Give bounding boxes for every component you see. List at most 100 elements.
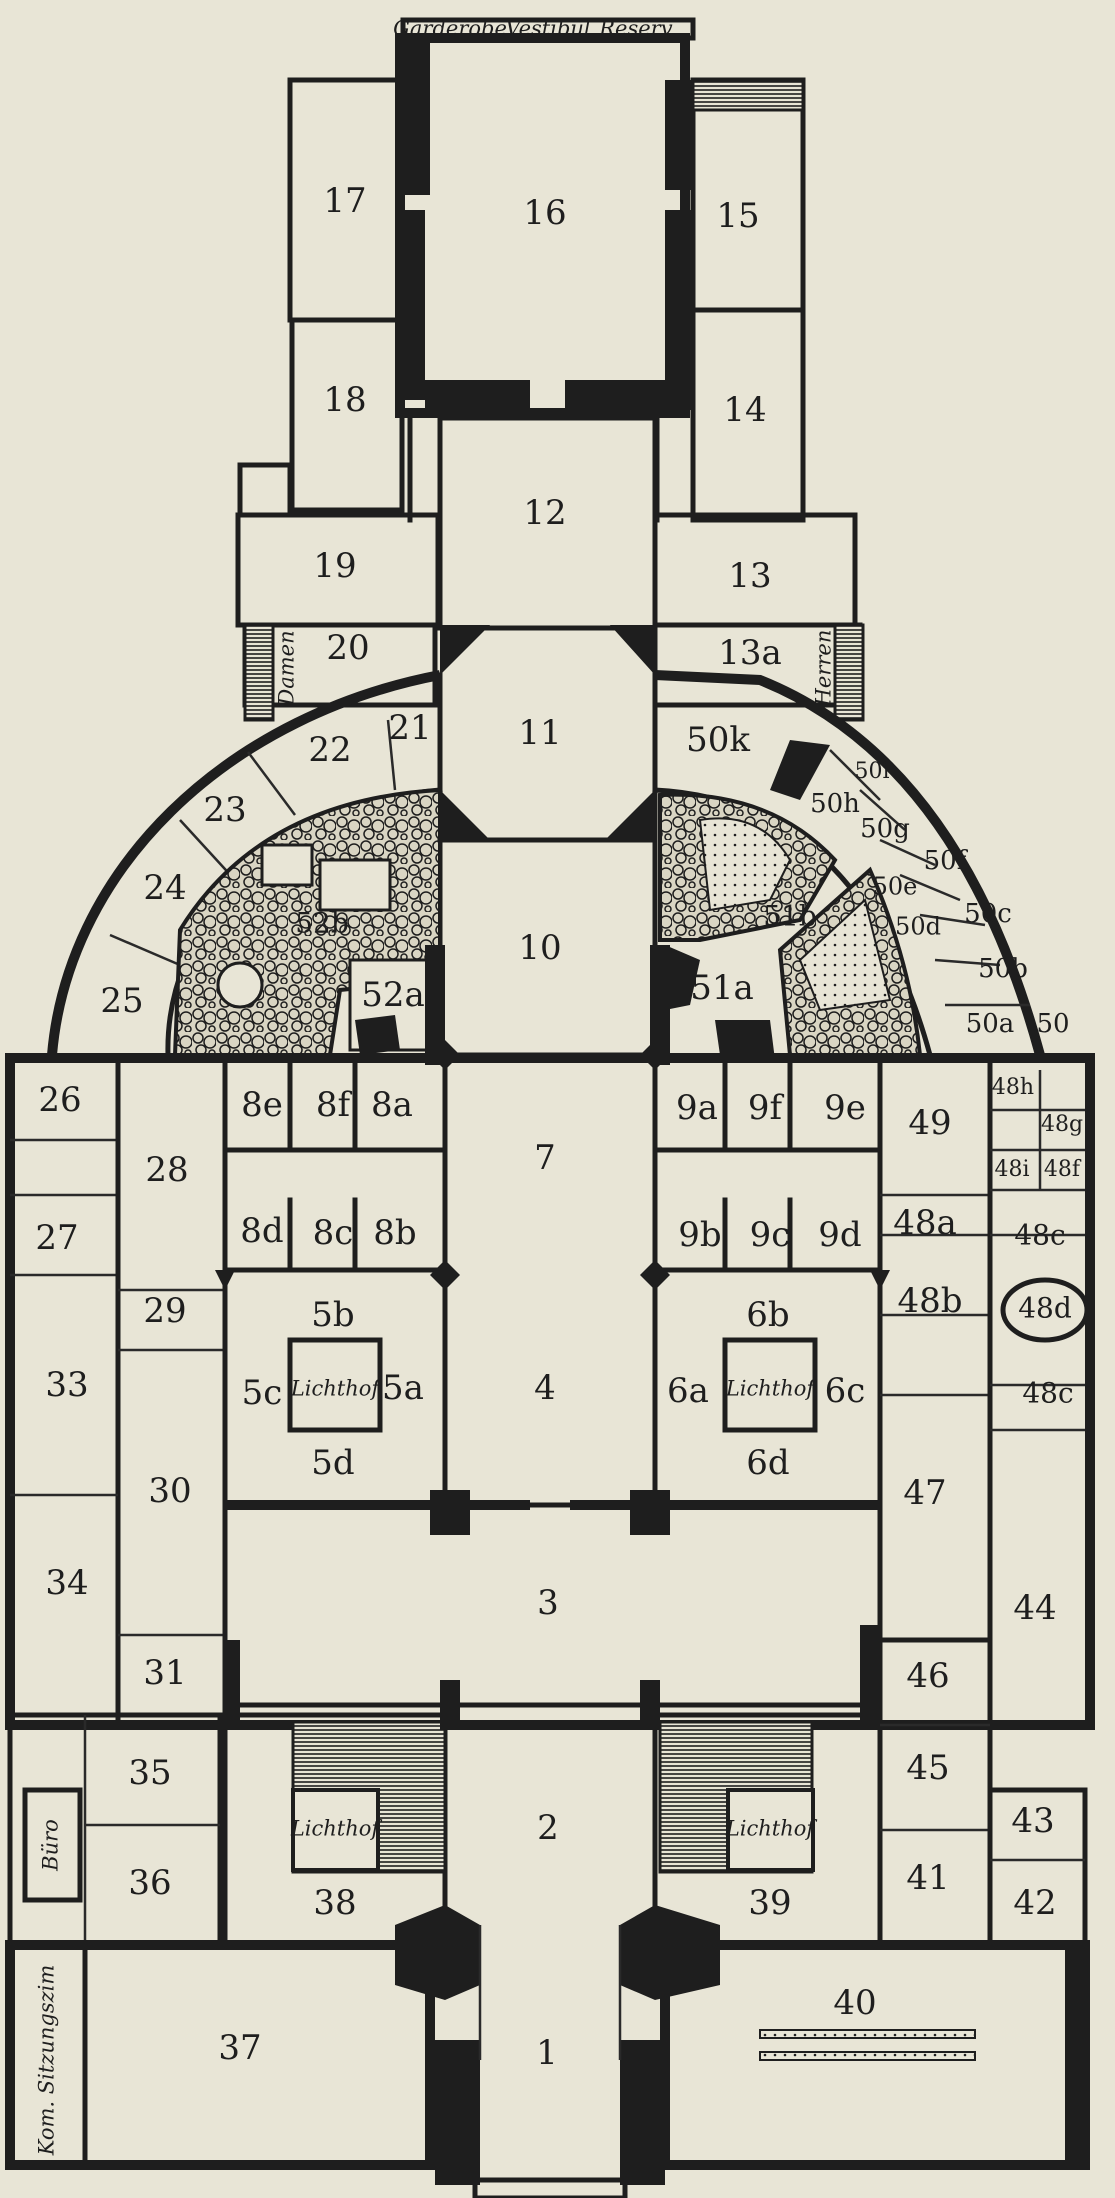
room-50f-label: 50f [924, 846, 969, 876]
room-50e-label: 50e [873, 873, 918, 901]
room-7-label: 7 [534, 1138, 556, 1178]
room-33-label: 33 [45, 1365, 88, 1405]
room-5c-label: 5c [242, 1373, 283, 1413]
room-48h-label: 48h [992, 1075, 1034, 1100]
room-27-label: 27 [35, 1218, 78, 1258]
room-51b-label: 51b [763, 900, 817, 933]
room-26-label: 26 [38, 1080, 81, 1120]
room-49-label: 49 [908, 1103, 951, 1143]
room-22-label: 22 [308, 730, 351, 770]
room-39-label: 39 [748, 1883, 791, 1923]
room-43-label: 43 [1011, 1801, 1054, 1841]
room-50d-label: 50d [895, 913, 941, 941]
room-48c-label: 48c [1014, 1219, 1065, 1252]
room-9d-label: 9d [818, 1215, 861, 1255]
right-arc-gallery [652, 670, 1045, 1059]
room-30-label: 30 [148, 1471, 191, 1511]
room-9e-label: 9e [824, 1088, 866, 1128]
room-50a-label: 50a [966, 1009, 1015, 1039]
room-50-label: 50 [1036, 1009, 1069, 1039]
garderobe-label: Garderobe [393, 17, 507, 41]
room-25-label: 25 [100, 981, 143, 1021]
room-38-label: 38 [313, 1883, 356, 1923]
room-12-label: 12 [523, 493, 566, 533]
room-20-label: 20 [326, 628, 369, 668]
room-48a-label: 48a [893, 1203, 957, 1243]
room-8b-label: 8b [373, 1213, 416, 1253]
lichthof-5-label: Lichthof [290, 1377, 383, 1401]
lichthof-6-label: Lichthof [725, 1377, 818, 1401]
front-wing [5, 1502, 1090, 2198]
main-body [5, 1040, 1095, 1730]
room-3-label: 3 [537, 1583, 559, 1623]
room-28-label: 28 [145, 1150, 188, 1190]
room-6c-label: 6c [825, 1371, 866, 1411]
room-9a-label: 9a [676, 1088, 718, 1128]
room-24-label: 24 [143, 868, 186, 908]
room-11-label: 11 [518, 713, 561, 753]
room-48i-label: 48i [994, 1157, 1029, 1182]
room-10-label: 10 [518, 928, 561, 968]
room-50c-label: 50c [964, 899, 1012, 929]
room-31-label: 31 [143, 1653, 186, 1693]
room-35-label: 35 [128, 1753, 171, 1793]
room-37-label: 37 [218, 2028, 261, 2068]
room-6b-label: 6b [746, 1295, 789, 1335]
room-4-label: 4 [534, 1368, 556, 1408]
room-36-label: 36 [128, 1863, 171, 1903]
room-23-label: 23 [203, 790, 246, 830]
room-14-label: 14 [723, 390, 766, 430]
room-9c-label: 9c [750, 1215, 791, 1255]
room-47-label: 47 [903, 1473, 946, 1513]
room-50k-label: 50k [686, 720, 750, 760]
room-6d-label: 6d [746, 1443, 789, 1483]
room-52b-label: 52b [295, 907, 349, 940]
room-50i-label: 50i [854, 759, 889, 784]
reserve-label: Reserv. [598, 17, 677, 41]
row-12-wing [235, 415, 865, 722]
room-9f-label: 9f [748, 1088, 785, 1128]
room-8a-label: 8a [371, 1085, 413, 1125]
room-51a-label: 51a [690, 968, 754, 1008]
room-1-label: 1 [536, 2033, 558, 2073]
room-19-label: 19 [313, 546, 356, 586]
room-8e-label: 8e [241, 1085, 283, 1125]
room-48d-label: 48d [1018, 1292, 1072, 1325]
room-9b-label: 9b [678, 1215, 721, 1255]
room-8c-label: 8c [313, 1213, 354, 1253]
room-42-label: 42 [1013, 1883, 1056, 1923]
room-29-label: 29 [143, 1291, 186, 1331]
room-labels: 1 2 3 4 7 10 11 12 13 13a 14 15 16 17 18… [35, 181, 1083, 2073]
room-17-label: 17 [323, 181, 366, 221]
room-2-label: 2 [537, 1808, 559, 1848]
room-5d-label: 5d [311, 1443, 354, 1483]
room-5a-label: 5a [382, 1368, 424, 1408]
lichthof-39-label: Lichthof [725, 1817, 818, 1841]
room-13a-label: 13a [718, 633, 782, 673]
room-21-label: 21 [388, 708, 431, 748]
room-44-label: 44 [1013, 1588, 1056, 1628]
room-48g-label: 48g [1041, 1112, 1083, 1137]
room-18-label: 18 [323, 380, 366, 420]
room-48b-label: 48b [897, 1281, 962, 1321]
room-34-label: 34 [45, 1563, 88, 1603]
room-52a-label: 52a [361, 975, 425, 1015]
room-8d-label: 8d [240, 1211, 283, 1251]
annotation-labels: Garderobe Vestibul Reserv. Damen Herren … [35, 17, 836, 2157]
sitzungszimmer-label: Kom. Sitzungszim [35, 1965, 59, 2157]
lichthof-38-label: Lichthof [290, 1817, 383, 1841]
room-50g-label: 50g [860, 814, 910, 844]
room-6a-label: 6a [667, 1371, 709, 1411]
central-halls-10-11 [355, 790, 775, 1065]
left-arc-gallery [47, 670, 443, 1058]
room-5b-label: 5b [311, 1295, 354, 1335]
room-15-label: 15 [716, 196, 759, 236]
room-48c2-label: 48c [1022, 1377, 1073, 1410]
buero-label: Büro [39, 1819, 63, 1872]
room-16-label: 16 [523, 193, 566, 233]
room-41-label: 41 [906, 1858, 949, 1898]
room-8f-label: 8f [316, 1085, 353, 1125]
room-50h-label: 50h [810, 789, 860, 819]
vestibul-label: Vestibul [505, 17, 590, 41]
